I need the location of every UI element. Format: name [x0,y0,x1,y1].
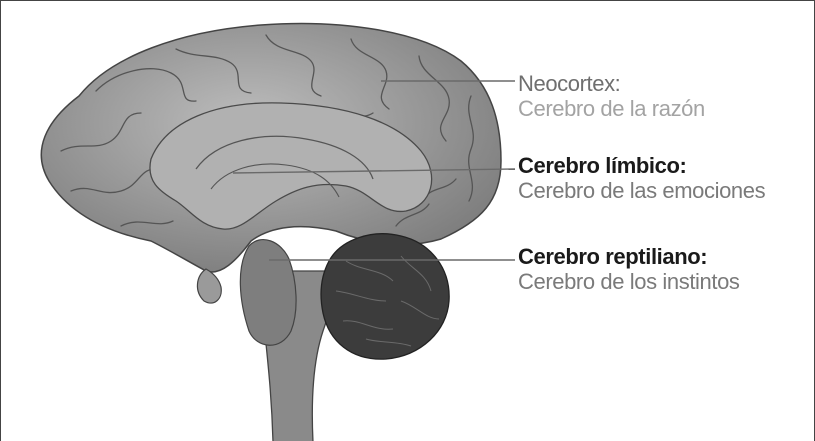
neocortex-title: Neocortex: [518,71,705,96]
reptilian-title: Cerebro reptiliano: [518,244,740,269]
pituitary-shape [197,269,221,303]
neocortex-subtitle: Cerebro de la razón [518,96,705,121]
limbic-title: Cerebro límbico: [518,153,765,178]
limbic-label: Cerebro límbico: Cerebro de las emocione… [518,153,765,203]
cerebellum-shape [321,234,449,359]
pons-shape [240,240,296,346]
reptilian-label: Cerebro reptiliano: Cerebro de los insti… [518,244,740,294]
limbic-subtitle: Cerebro de las emociones [518,178,765,203]
neocortex-label: Neocortex: Cerebro de la razón [518,71,705,121]
reptilian-subtitle: Cerebro de los instintos [518,269,740,294]
